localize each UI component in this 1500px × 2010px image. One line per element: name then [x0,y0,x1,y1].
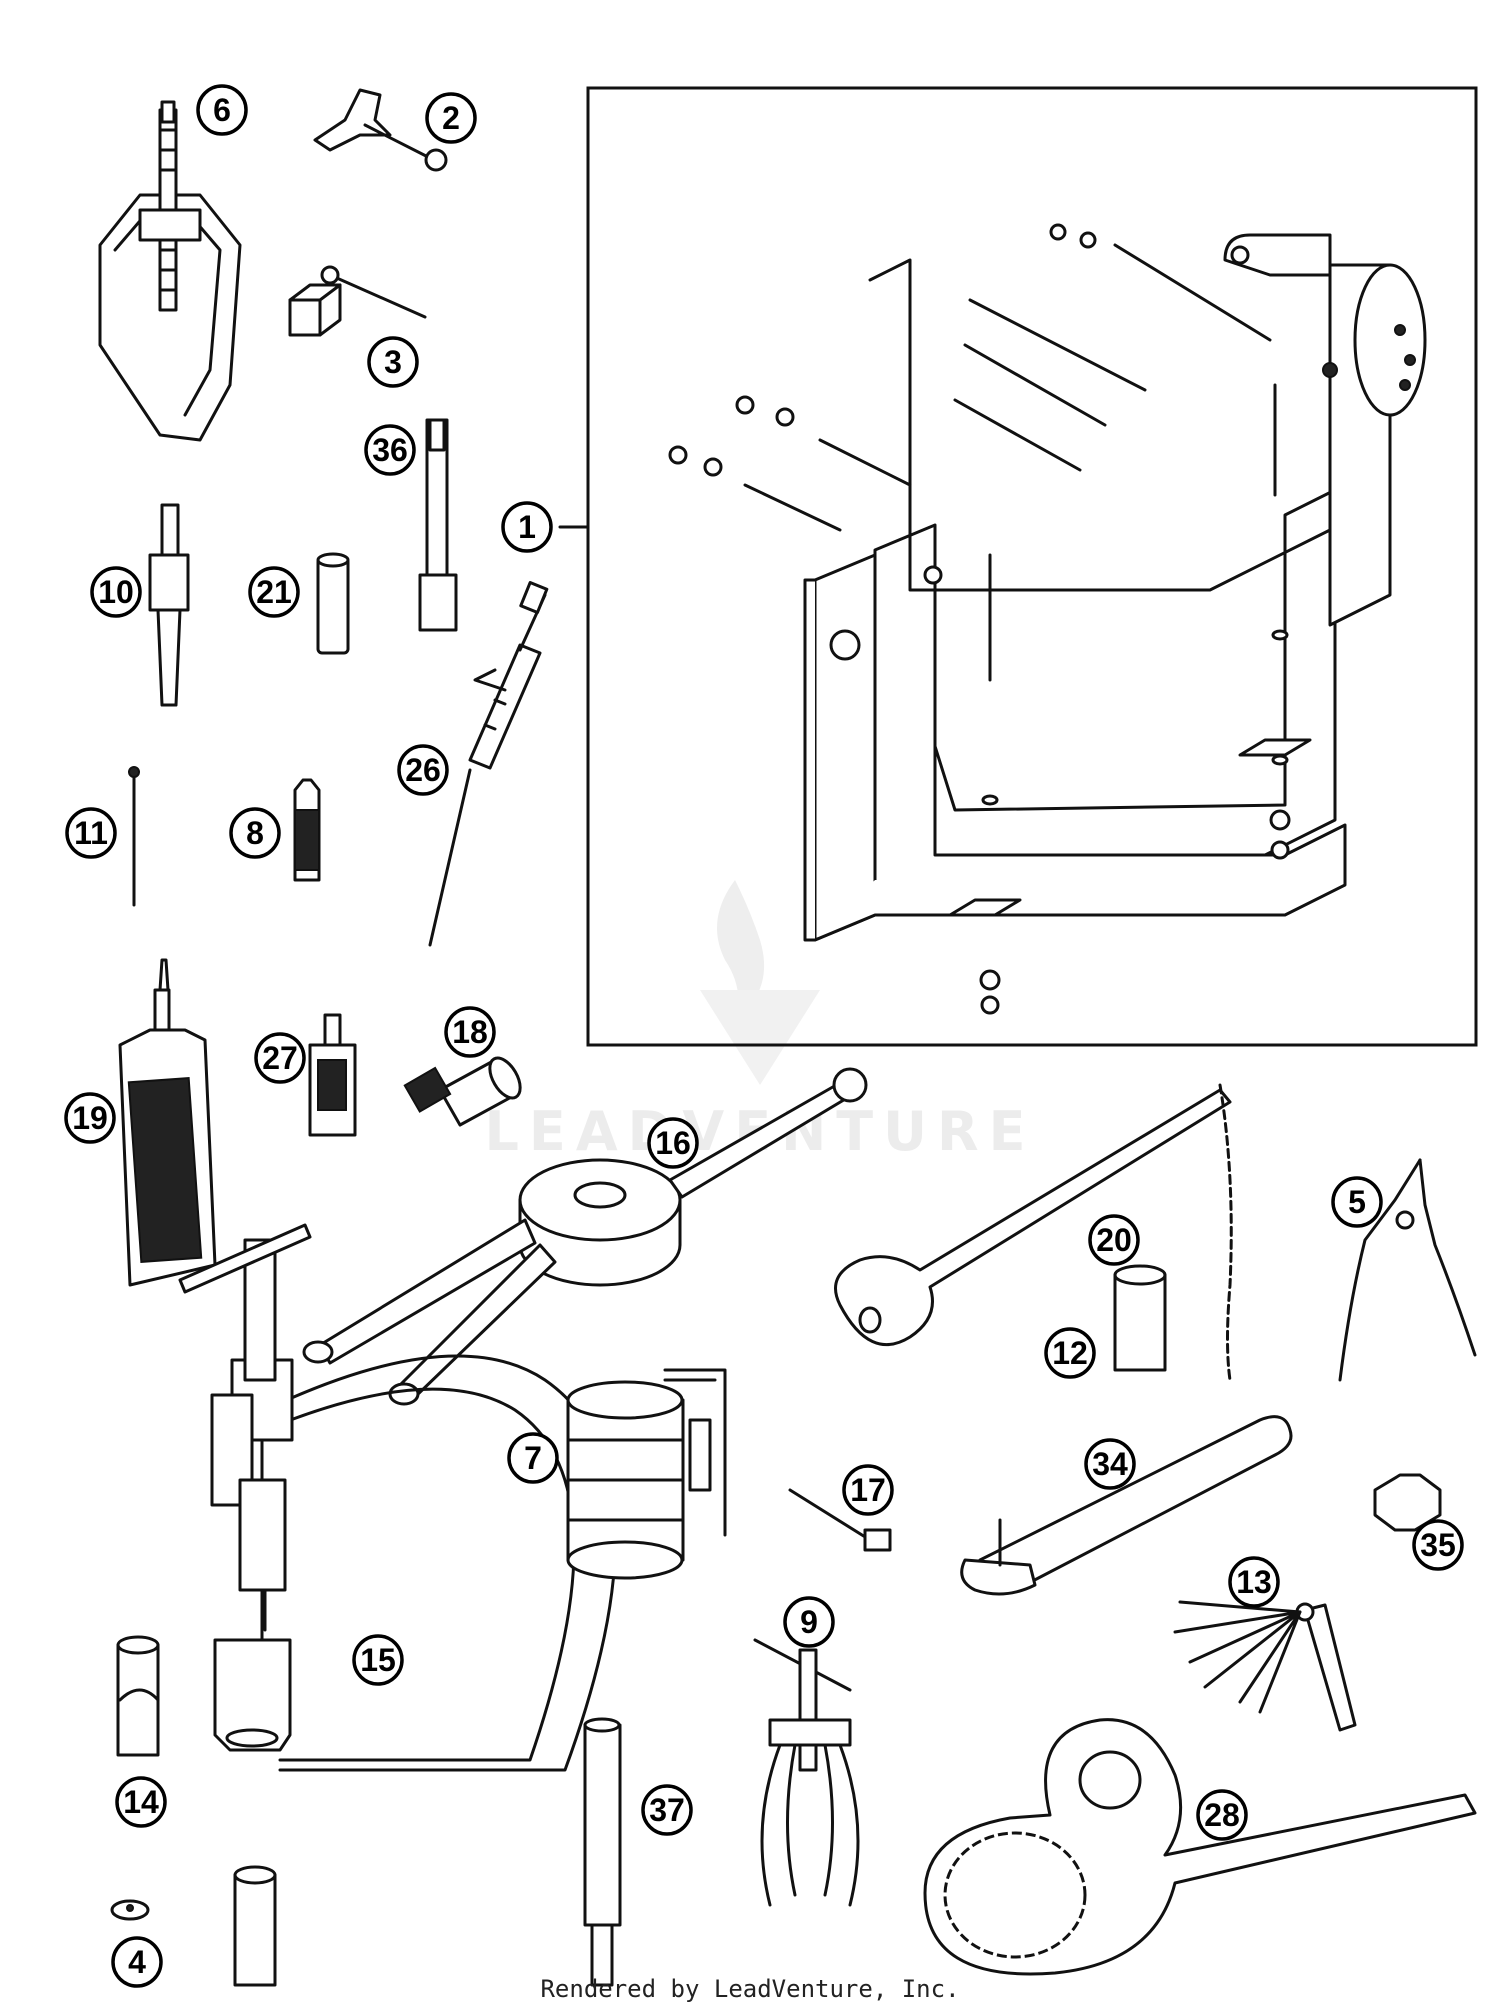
pliers-item-5 [1338,1158,1477,1382]
svg-text:20: 20 [1096,1222,1132,1258]
tube-item-8 [293,778,321,882]
callout-20: 20 [1088,1214,1140,1266]
extractor-item-10 [148,503,190,707]
svg-text:4: 4 [128,1944,146,1980]
svg-text:34: 34 [1092,1446,1128,1482]
callout-3: 3 [367,336,419,388]
sealant-item-19 [118,958,217,1287]
svg-text:2: 2 [442,100,460,136]
spanner-item-34 [960,1415,1293,1596]
svg-text:7: 7 [524,1440,542,1476]
callout-17: 17 [842,1464,894,1516]
valve-compressor-item-15 [178,1223,617,1987]
chain-wrench-item-20 [834,1083,1233,1382]
leadventure-watermark: LEADVENTURE [485,880,1025,1163]
bottle-item-27 [308,1013,357,1137]
bushing-item-12 [1113,1264,1167,1372]
callout-2: 2 [425,92,477,144]
svg-text:5: 5 [1348,1184,1366,1220]
callout-27: 27 [254,1032,306,1084]
syringe-item-26 [428,581,549,947]
feeler-gauge-item-13 [1173,1600,1357,1732]
svg-text:11: 11 [74,815,108,851]
svg-text:12: 12 [1052,1335,1088,1371]
svg-text:35: 35 [1420,1527,1456,1563]
callout-34: 34 [1084,1438,1136,1490]
sleeve-item-21 [316,552,350,655]
callout-1: 1 [501,501,553,553]
drift-item-37 [583,1717,622,1987]
svg-text:28: 28 [1204,1797,1240,1833]
callout-5: 5 [1331,1176,1383,1228]
block-pin-item-3 [288,265,427,337]
clutch-holder-item-28 [923,1718,1477,1976]
screw-item-17 [788,1488,892,1552]
svg-text:6: 6 [213,92,231,128]
svg-text:19: 19 [72,1100,108,1136]
punch-item-11 [128,766,140,907]
svg-text:9: 9 [800,1604,818,1640]
svg-text:27: 27 [262,1040,298,1076]
callout-9: 9 [783,1596,835,1648]
callout-18: 18 [444,1006,496,1058]
svg-text:10: 10 [98,574,134,610]
callout-15: 15 [352,1634,404,1686]
svg-text:37: 37 [649,1792,685,1828]
svg-text:14: 14 [123,1784,159,1820]
callout-7: 7 [507,1432,559,1484]
svg-text:1: 1 [518,509,536,545]
puller-item-9 [753,1638,860,1907]
svg-text:13: 13 [1236,1564,1272,1600]
callout-10: 10 [90,566,142,618]
pin-item-2 [313,88,448,172]
callout-35: 35 [1412,1519,1464,1571]
svg-text:8: 8 [246,815,264,851]
callout-6: 6 [196,84,248,136]
puller-item-6 [98,100,242,442]
socket-item-36 [418,418,458,632]
callout-14: 14 [115,1776,167,1828]
svg-text:3: 3 [384,344,402,380]
callout-37: 37 [641,1784,693,1836]
callout-11: 11 [65,807,117,859]
svg-text:21: 21 [256,574,292,610]
callout-28: 28 [1196,1789,1248,1841]
callout-16: 16 [647,1117,699,1169]
callout-21: 21 [248,566,300,618]
callout-36: 36 [364,424,416,476]
callout-26: 26 [397,744,449,796]
svg-text:16: 16 [655,1125,691,1161]
svg-text:26: 26 [405,752,441,788]
holder-item-14 [116,1635,160,1757]
callout-19: 19 [64,1092,116,1144]
callout-13: 13 [1228,1556,1280,1608]
svg-text:18: 18 [452,1014,488,1050]
holding-tool-item-16 [302,1067,868,1406]
ring-compressor-item-7 [566,1368,727,1580]
engine-stand-item-1 [558,86,1478,1047]
callout-4: 4 [111,1936,163,1988]
svg-text:17: 17 [850,1472,886,1508]
adapter-item-18 [403,1056,522,1127]
svg-text:15: 15 [360,1642,396,1678]
callout-8: 8 [229,807,281,859]
svg-text:36: 36 [372,432,408,468]
washer-item-4 [110,1899,150,1921]
callout-12: 12 [1044,1327,1096,1379]
footer-credit: Rendered by LeadVenture, Inc. [540,1975,960,2003]
nut-item-35 [1373,1473,1442,1532]
